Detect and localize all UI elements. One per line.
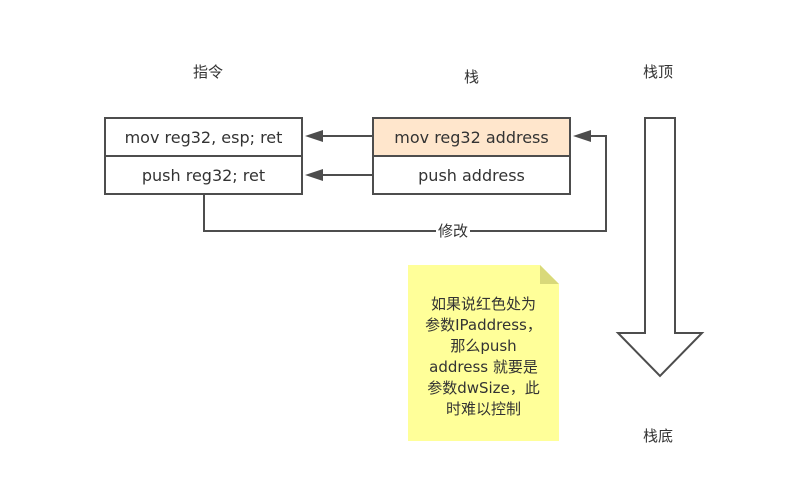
header-stack: 栈 — [464, 68, 480, 86]
instruction-box-2-label: push reg32; ret — [141, 165, 266, 185]
instruction-box-1-label: mov reg32, esp; ret — [124, 127, 283, 147]
note-shape — [408, 265, 559, 441]
note-text: 如果说红色处为 参数IPaddress， 那么push address 就要是 … — [425, 295, 542, 418]
note-fold — [540, 265, 559, 284]
stack-box-1: mov reg32 address — [372, 117, 571, 157]
stack-box-2: push address — [372, 155, 571, 195]
stack-direction-arrow — [615, 117, 705, 378]
stack-box-2-label: push address — [418, 165, 525, 185]
instruction-box-1: mov reg32, esp; ret — [104, 117, 303, 157]
header-instruction: 指令 — [193, 63, 224, 81]
stack-box-1-label: mov reg32 address — [394, 127, 549, 147]
arrowhead-instruction-1 — [305, 130, 323, 142]
header-stack-bottom: 栈底 — [643, 427, 674, 445]
header-stack-top: 栈顶 — [643, 63, 674, 81]
arrowhead-instruction-2 — [305, 169, 323, 181]
modify-label: 修改 — [436, 222, 471, 240]
instruction-box-2: push reg32; ret — [104, 155, 303, 195]
modify-connector — [203, 135, 607, 232]
arrowhead-modify — [573, 130, 591, 142]
